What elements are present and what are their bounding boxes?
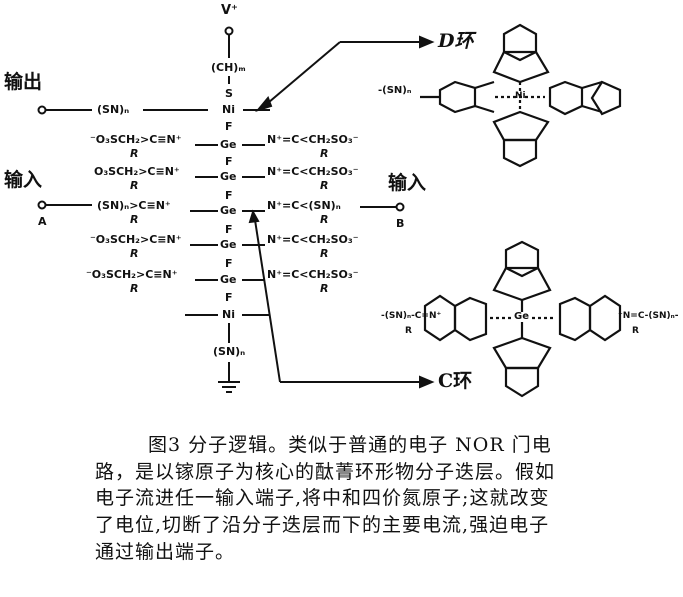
c-ring-arrow (254, 219, 281, 383)
d-center-label: Ni (515, 91, 526, 101)
caption-line: 电子流进任一输入端子,将中和四价氮原子;这就改变 (95, 487, 550, 509)
ground-icon (218, 381, 240, 393)
f-label: F (225, 120, 233, 133)
ge-label: Ge (220, 273, 237, 286)
row-left-group: (SN)ₙ>C≡N⁺ (97, 199, 171, 212)
r-label: R (130, 213, 139, 226)
caption-line: 路，是以镓原子为核心的酞菁环形物分子迭层。假如 (95, 461, 556, 483)
s-label: S (225, 87, 233, 100)
row-right-group: N⁺=C<CH₂SO₃⁻ (267, 233, 359, 246)
terminal-b-label: B (396, 217, 405, 230)
r-label: R (405, 326, 412, 336)
caption-line: 图3 分子逻辑。类似于普通的电子 NOR 门电 (148, 434, 552, 456)
r-label: R (130, 247, 139, 260)
r-label: R (320, 213, 329, 226)
r-label: R (320, 247, 329, 260)
c-right-substituent: ⁺N=C-(SN)ₙ- (618, 311, 679, 321)
arrowhead-icon (419, 375, 435, 389)
d-ring-arrow (261, 41, 341, 109)
row-right-group: N⁺=C<CH₂SO₃⁻ (267, 133, 359, 146)
caption-line: 通过输出端子。 (95, 541, 236, 563)
ge-label: Ge (220, 138, 237, 151)
input-left-label: 输入 (4, 169, 43, 191)
ge-label: Ge (220, 170, 237, 183)
arrowhead-icon (419, 35, 435, 49)
sn-out-label: (SN)ₙ (97, 103, 130, 116)
r-label: R (632, 326, 639, 336)
d-ring-label: D环 (438, 30, 474, 52)
f-label: F (225, 291, 233, 304)
sn-bottom-label: (SN)ₙ (213, 345, 246, 358)
row-right-group: N⁺=C<CH₂SO₃⁻ (267, 268, 359, 281)
row-left-group: O₃SCH₂>C≡N⁺ (94, 165, 180, 178)
terminal-a (37, 200, 47, 210)
input-right-label: 输入 (388, 172, 427, 194)
vplus-label: V⁺ (221, 3, 238, 18)
r-label: R (130, 147, 139, 160)
f-label: F (225, 223, 233, 236)
output-label: 输出 (4, 71, 43, 93)
f-label: F (225, 189, 233, 202)
c-ring-label: C环 (438, 370, 473, 392)
ni-bottom-label: Ni (222, 308, 235, 321)
d-substituent-label: -(SN)ₙ (378, 85, 412, 96)
vplus-terminal (224, 26, 234, 36)
r-label: R (130, 179, 139, 192)
ge-label: Ge (220, 238, 237, 251)
terminal-a-label: A (38, 215, 47, 228)
row-right-group: N⁺=C<CH₂SO₃⁻ (267, 165, 359, 178)
c-left-substituent: -(SN)ₙ-C=N⁺ (381, 311, 442, 321)
terminal-b (395, 202, 405, 212)
f-label: F (225, 257, 233, 270)
r-label: R (320, 179, 329, 192)
caption-line: 了电位,切断了沿分子迭层而下的主要电流,强迫电子 (95, 514, 550, 536)
d-ring-molecule (420, 23, 622, 168)
output-terminal (37, 105, 47, 115)
row-right-group: N⁺=C<(SN)ₙ (267, 199, 341, 212)
ge-label: Ge (220, 204, 237, 217)
row-left-group: ⁻O₃SCH₂>C≡N⁺ (86, 268, 178, 281)
f-label: F (225, 155, 233, 168)
ch-m-label: (CH)ₘ (211, 61, 246, 74)
ni-top-label: Ni (222, 103, 235, 116)
r-label: R (130, 282, 139, 295)
r-label: R (320, 147, 329, 160)
row-left-group: ⁻O₃SCH₂>C≡N⁺ (90, 133, 182, 146)
row-left-group: ⁻O₃SCH₂>C≡N⁺ (90, 233, 182, 246)
r-label: R (320, 282, 329, 295)
c-center-label: Ge (514, 311, 529, 322)
